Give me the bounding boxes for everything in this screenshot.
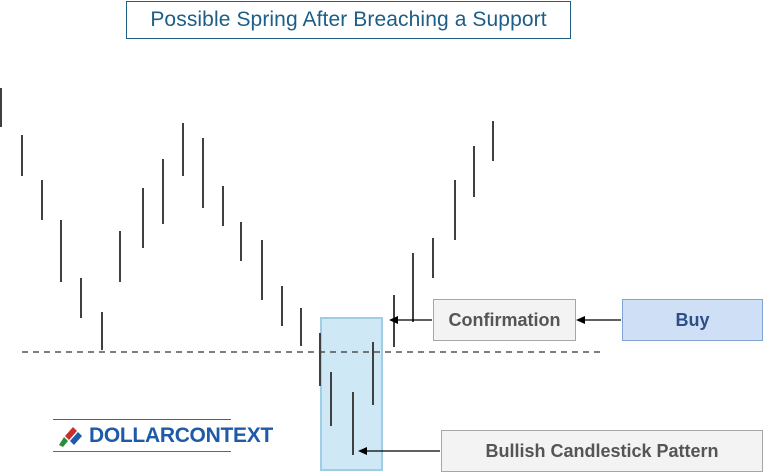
- annotation-arrows: [358, 316, 621, 455]
- pencil-chart-icon: [59, 427, 82, 447]
- diagram-title: Possible Spring After Breaching a Suppor…: [126, 1, 571, 39]
- dollarcontext-logo: DOLLARCONTEXT: [53, 419, 273, 453]
- buy-arrow: [576, 316, 621, 324]
- confirmation-label: Confirmation: [433, 299, 576, 341]
- confirmation-arrow: [389, 316, 432, 324]
- logo-top-rule: [53, 419, 231, 420]
- logo-wordmark-context: CONTEXT: [174, 424, 274, 447]
- price-bars: [0, 88, 494, 455]
- pattern-arrow: [358, 447, 440, 455]
- logo-wordmark-dollar: DOLLAR: [89, 424, 175, 447]
- buy-label: Buy: [622, 299, 763, 341]
- bullish-pattern-label: Bullish Candlestick Pattern: [441, 430, 763, 472]
- logo-wordmark: DOLLARCONTEXT: [89, 424, 273, 448]
- logo-bottom-rule: [53, 451, 231, 452]
